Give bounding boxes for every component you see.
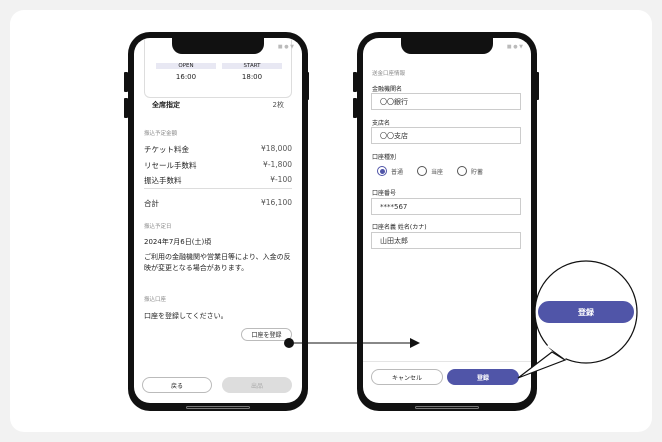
- status-icons: ■ ● ▼: [506, 44, 523, 50]
- start-time: 18:00: [241, 73, 263, 81]
- notch: [401, 38, 493, 54]
- amount-section-label: 振込予定金額: [144, 131, 178, 137]
- bank-input[interactable]: 〇〇銀行: [371, 93, 521, 110]
- radio-label: 当座: [431, 168, 444, 176]
- account-number-input[interactable]: ****567: [371, 198, 521, 215]
- footer-divider: [363, 361, 531, 362]
- callout-tail: [517, 351, 567, 379]
- home-indicator: [415, 406, 479, 409]
- phone-side-button: [353, 72, 357, 92]
- row-label: リセール手数料: [144, 161, 197, 170]
- total-value: ¥16,100: [260, 198, 292, 207]
- open-label: OPEN: [156, 63, 216, 69]
- status-icons: ■ ● ▼: [277, 44, 294, 50]
- notice-text: ご利用の金融機関や営業日等により、入金の反映が変更となる場合があります。: [144, 253, 291, 272]
- radio-icon: [417, 166, 427, 176]
- account-number-label: 口座番号: [372, 190, 397, 197]
- row-value: ¥-1,800: [263, 160, 292, 169]
- form-section-label: 送金口座情報: [372, 71, 406, 77]
- branch-input[interactable]: 〇〇支店: [371, 127, 521, 144]
- row-label: チケット料金: [144, 145, 189, 154]
- row-label: 振込手数料: [144, 176, 182, 185]
- radio-toza[interactable]: 当座: [417, 166, 443, 176]
- phone-sale-screen: ■ ● ▼ OPEN 16:00 START 18:00 全席指定 2枚 振込予…: [128, 32, 308, 411]
- date-section-label: 振込予定日: [144, 224, 172, 230]
- account-message: 口座を登録してください。: [144, 312, 228, 320]
- holder-label: 口座名義 姓名(カナ): [372, 224, 427, 231]
- divider: [144, 188, 292, 189]
- row-value: ¥18,000: [260, 144, 292, 153]
- radio-selected-icon: [377, 166, 387, 176]
- seat-count: 2枚: [272, 101, 284, 109]
- back-button[interactable]: 戻る: [142, 377, 212, 393]
- register-account-button[interactable]: 口座を登録: [241, 328, 292, 341]
- callout-register-button: 登録: [538, 301, 634, 323]
- phone-side-button: [124, 72, 128, 92]
- holder-input[interactable]: 山田太郎: [371, 232, 521, 249]
- home-indicator: [186, 406, 250, 409]
- account-section-label: 振込口座: [144, 297, 167, 303]
- radio-icon: [457, 166, 467, 176]
- seat-type: 全席指定: [152, 101, 180, 109]
- bank-label: 金融機関名: [372, 86, 403, 93]
- radio-chochiku[interactable]: 貯蓄: [457, 166, 483, 176]
- arrow-head-icon: [410, 338, 420, 348]
- open-time: 16:00: [175, 73, 197, 81]
- radio-label: 普通: [391, 168, 404, 176]
- account-type-label: 口座種別: [372, 154, 397, 161]
- radio-label: 貯蓄: [471, 168, 484, 176]
- event-card: [144, 38, 292, 98]
- total-label: 合計: [144, 199, 159, 208]
- start-label: START: [222, 63, 282, 69]
- branch-label: 支店名: [372, 120, 391, 127]
- phone-account-form: ■ ● ▼ 送金口座情報 金融機関名 〇〇銀行 支店名 〇〇支店 口座種別 普通…: [357, 32, 537, 411]
- radio-futsu[interactable]: 普通: [377, 166, 403, 176]
- phone-side-button: [535, 72, 539, 100]
- notch: [172, 38, 264, 54]
- transfer-date: 2024年7月6日(土)頃: [144, 238, 212, 246]
- phone-side-button: [124, 98, 128, 118]
- list-button-disabled[interactable]: 出品: [222, 377, 292, 393]
- cancel-button[interactable]: キャンセル: [371, 369, 443, 385]
- row-value: ¥-100: [270, 175, 292, 184]
- phone-side-button: [353, 98, 357, 118]
